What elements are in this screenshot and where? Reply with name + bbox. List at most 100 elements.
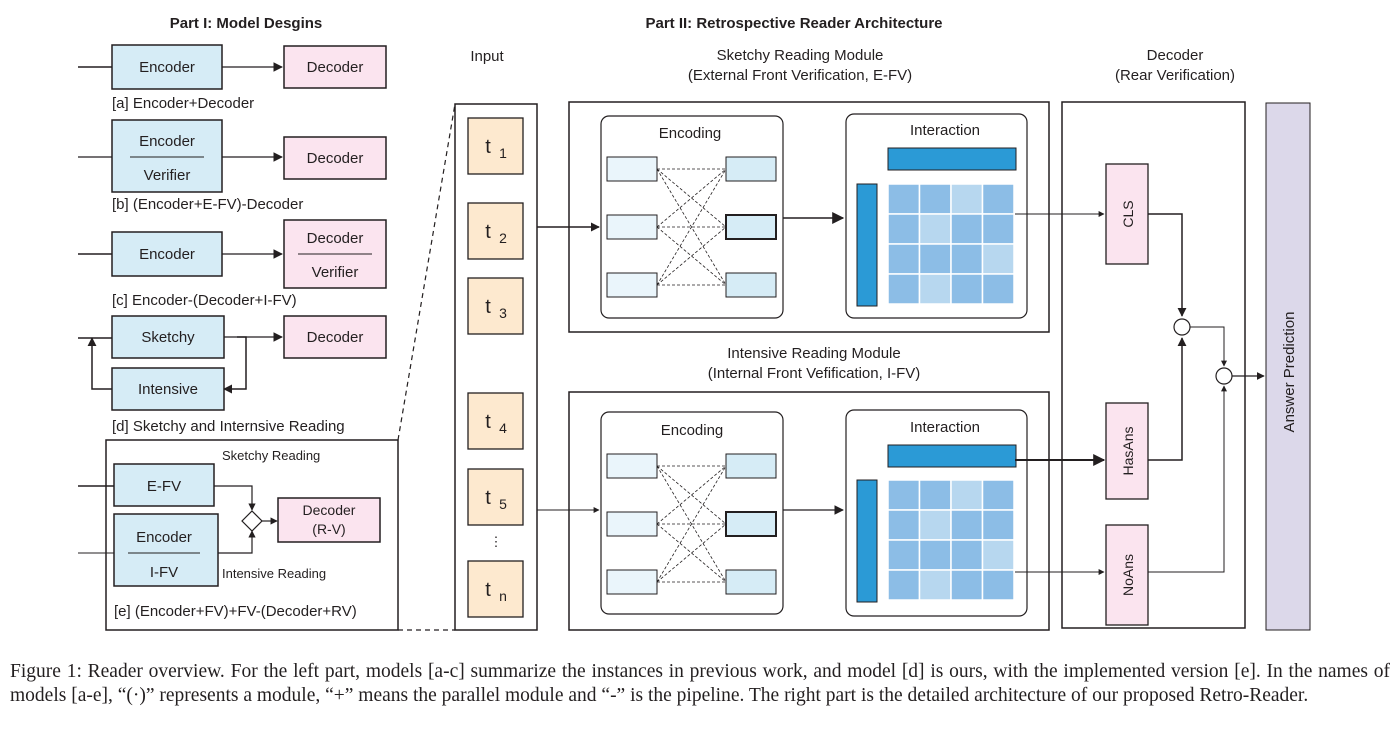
sketchy-interaction-cell-1-3	[950, 183, 984, 215]
sketchy-module-title: Sketchy Reading Module	[717, 47, 884, 64]
intensive-encoding-node-left-1	[606, 453, 658, 479]
intensive-encoding-node-left-3	[606, 569, 658, 595]
token-label-6: t	[485, 579, 491, 601]
intensive-encoding-edge-3-2	[656, 523, 727, 583]
intensive-interaction-cell-4-2	[918, 569, 952, 601]
model-b-decoder-label: Decoder	[307, 150, 364, 167]
zoom-connector-top	[397, 103, 456, 441]
intensive-interaction-cell-1-3	[950, 479, 984, 511]
model-a-caption: [a] Encoder+Decoder	[112, 95, 254, 112]
input-label: Input	[470, 48, 504, 65]
model-d-intensive-label: Intensive	[138, 381, 198, 398]
model-d-decoder-box	[283, 315, 387, 359]
token-box-4	[467, 392, 524, 450]
token-box-2	[467, 202, 524, 260]
model-c-decoder-label: Decoder	[307, 230, 364, 247]
part1-title: Part I: Model Desgins	[170, 15, 323, 32]
model-c-encoder-box	[111, 231, 223, 277]
model-d-sketchy-box	[111, 315, 225, 359]
input-frame	[454, 103, 538, 631]
input-ellipsis: ⋮	[490, 534, 503, 549]
intensive-interaction-query-bar	[887, 444, 1017, 468]
model-e-decoder-box	[277, 497, 381, 543]
model-b: Encoder Verifier Decoder [b] (Encoder+E-…	[78, 119, 387, 213]
sketchy-interaction-cell-3-4	[981, 243, 1015, 275]
sketchy-encoding-edge-2-1	[656, 168, 727, 228]
model-e-encoder-label: Encoder	[136, 529, 192, 546]
answer-prediction-bar	[1265, 102, 1311, 631]
noans-box	[1105, 524, 1149, 626]
combine-node-1	[1173, 318, 1191, 336]
sketchy-interaction-cell-1-1	[887, 183, 921, 215]
model-d: Sketchy Decoder Intensive [d] Sketchy an…	[78, 315, 387, 435]
hasans-box	[1105, 402, 1149, 500]
sketchy-interaction-cell-1-4	[981, 183, 1015, 215]
intensive-interaction-cell-2-1	[887, 509, 921, 541]
sketchy-encoding-node-right-1	[725, 156, 777, 182]
sketchy-module-subtitle: (External Front Verification, E-FV)	[688, 67, 912, 84]
sketchy-interaction-cell-4-3	[950, 273, 984, 305]
figure-caption: Figure 1: Reader overview. For the left …	[10, 661, 1390, 706]
intensive-encoding-network	[606, 453, 777, 595]
token-box-1	[467, 117, 524, 175]
intensive-interaction-cell-4-1	[887, 569, 921, 601]
model-a-encoder-label: Encoder	[139, 59, 195, 76]
model-c-verifier-label: Verifier	[312, 264, 359, 281]
intensive-interaction-cell-2-2	[918, 509, 952, 541]
sketchy-encoding-label: Encoding	[659, 125, 722, 142]
decoder-subtitle: (Rear Verification)	[1115, 67, 1235, 84]
intensive-interaction-cell-1-1	[887, 479, 921, 511]
intensive-encoding-node-right-2	[725, 511, 777, 537]
sketchy-interaction-cell-1-2	[918, 183, 952, 215]
model-d-sketchy-label: Sketchy	[141, 329, 195, 346]
model-e-decoder-label-2: (R-V)	[312, 521, 345, 537]
intensive-interaction-cell-3-2	[918, 539, 952, 571]
sketchy-encoding-edge-3-2	[656, 226, 727, 286]
model-b-caption: [b] (Encoder+E-FV)-Decoder	[112, 196, 303, 213]
token-label-3: t	[485, 296, 491, 318]
token-subscript-5: 5	[499, 496, 507, 512]
model-b-encoder-label: Encoder	[139, 133, 195, 150]
intensive-encoding-label: Encoding	[661, 422, 724, 439]
model-e-decoder-label-1: Decoder	[303, 502, 356, 518]
part2-title: Part II: Retrospective Reader Architectu…	[645, 15, 942, 32]
intensive-interaction-cell-3-1	[887, 539, 921, 571]
token-subscript-4: 4	[499, 420, 507, 436]
token-subscript-1: 1	[499, 145, 507, 161]
sketchy-encoding-network	[606, 156, 777, 298]
token-label-2: t	[485, 221, 491, 243]
sketchy-interaction-key-bar	[856, 183, 878, 307]
sketchy-interaction-query-bar	[887, 147, 1017, 171]
sketchy-encoding-node-right-2	[725, 214, 777, 240]
intensive-interaction-cell-3-4	[981, 539, 1015, 571]
cls-box	[1105, 163, 1149, 265]
decoder-title: Decoder	[1147, 47, 1204, 64]
token-subscript-6: n	[499, 588, 507, 604]
cls-label: CLS	[1120, 200, 1136, 227]
sketchy-encoding-node-left-1	[606, 156, 658, 182]
combine-node-2	[1215, 367, 1233, 385]
sketchy-interaction-cell-3-2	[918, 243, 952, 275]
model-e: Sketchy Reading E-FV Encoder I-FV Decode…	[78, 439, 399, 631]
sketchy-interaction-cell-3-1	[887, 243, 921, 275]
intensive-interaction-cell-4-4	[981, 569, 1015, 601]
model-b-verifier-label: Verifier	[144, 167, 191, 184]
decoder-frame	[1061, 101, 1246, 629]
intensive-encoding-node-right-1	[725, 453, 777, 479]
token-label-5: t	[485, 487, 491, 509]
model-c-caption: [c] Encoder-(Decoder+I-FV)	[112, 292, 297, 309]
intensive-encoding-node-left-2	[606, 511, 658, 537]
sketchy-encoding-edge-3-1	[656, 168, 727, 286]
model-e-merge-diamond	[241, 510, 263, 532]
model-a-decoder-box	[283, 45, 387, 89]
hasans-label: HasAns	[1120, 426, 1136, 475]
model-d-decoder-label: Decoder	[307, 329, 364, 346]
model-e-efv-box	[113, 463, 215, 507]
model-a: Encoder Decoder [a] Encoder+Decoder	[78, 44, 387, 112]
token-label-1: t	[485, 136, 491, 158]
model-e-encoder-box	[113, 513, 219, 587]
sketchy-interaction-matrix	[856, 147, 1017, 307]
answer-prediction-label: Answer Prediction	[1281, 312, 1298, 433]
model-e-caption: [e] (Encoder+FV)+FV-(Decoder+RV)	[114, 603, 357, 620]
